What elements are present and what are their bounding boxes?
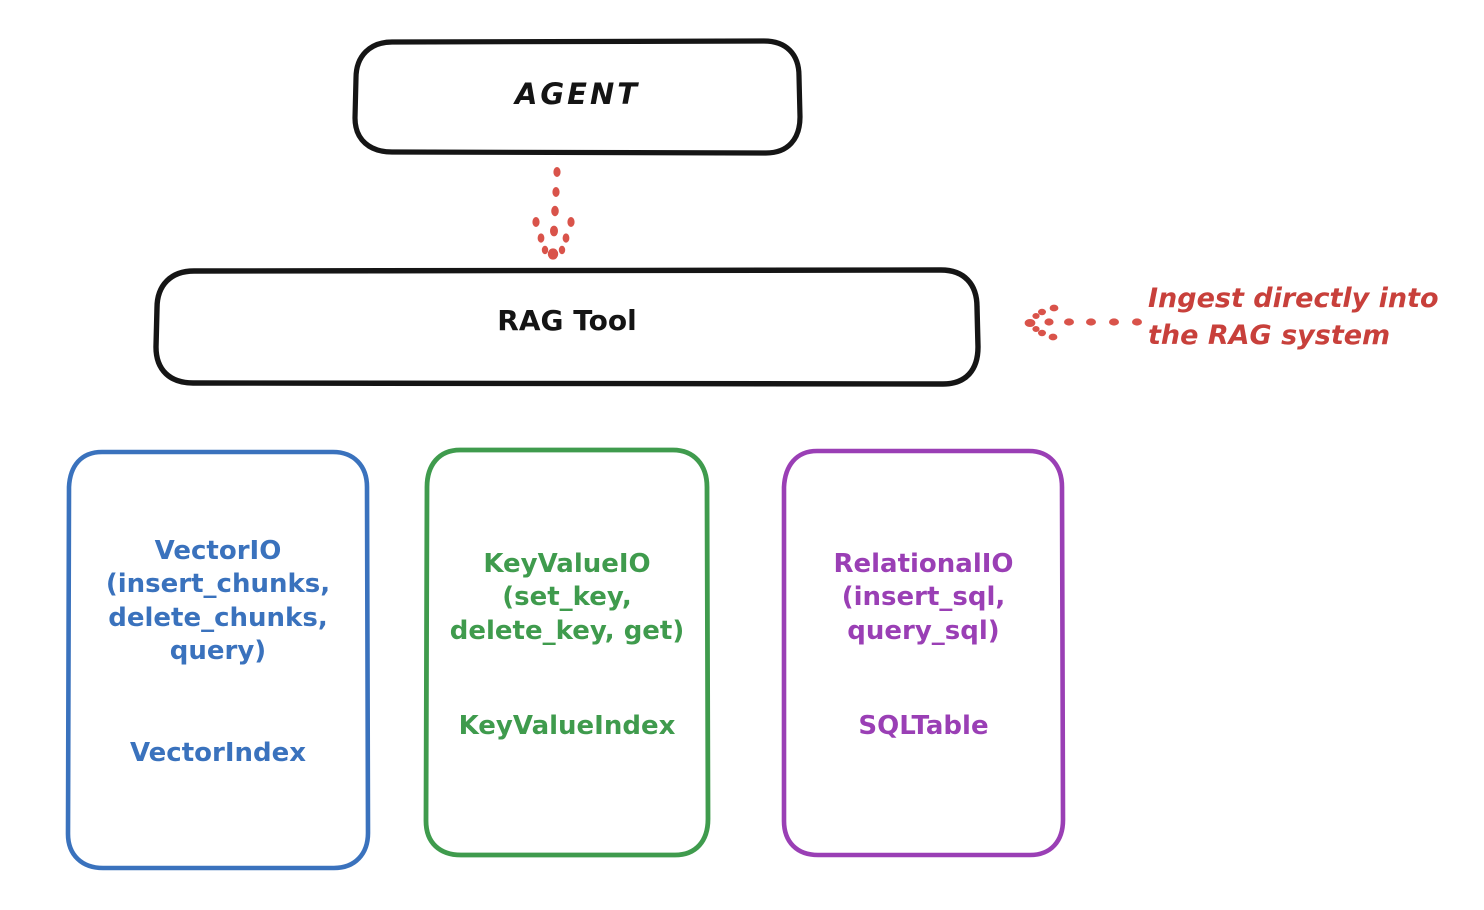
vector-store-node[interactable] (65, 449, 371, 871)
keyvalue-store-node[interactable] (423, 447, 711, 858)
relational-store-box-outline (781, 448, 1066, 858)
rag-tool-label: RAG Tool (497, 304, 637, 337)
agent-label: AGENT (514, 77, 641, 111)
rag-tool-box-outline (153, 267, 981, 387)
keyvalue-store-api-label: KeyValueIO (set_key, delete_key, get) (449, 549, 685, 646)
vector-store-index-label: VectorIndex (129, 738, 307, 768)
relational-store-node[interactable] (781, 448, 1066, 858)
agent-box-outline (352, 38, 803, 156)
relational-store-api-label: RelationalIO (insert_sql, query_sql) (833, 549, 1014, 646)
vector-store-box-outline (65, 449, 371, 871)
ingest-annotation-label: Ingest directly into the RAG system (1148, 283, 1439, 352)
note-to-rag-arrow (1024, 304, 1142, 341)
keyvalue-store-index-label: KeyValueIndex (458, 711, 676, 741)
rag-tool-node[interactable] (153, 267, 981, 387)
agent-to-rag-arrow (532, 167, 575, 260)
keyvalue-store-box-outline (423, 447, 711, 858)
agent-node[interactable] (352, 38, 803, 156)
vector-store-api-label: VectorIO (insert_chunks, delete_chunks, … (105, 536, 331, 666)
relational-store-index-label: SQLTable (858, 711, 989, 741)
